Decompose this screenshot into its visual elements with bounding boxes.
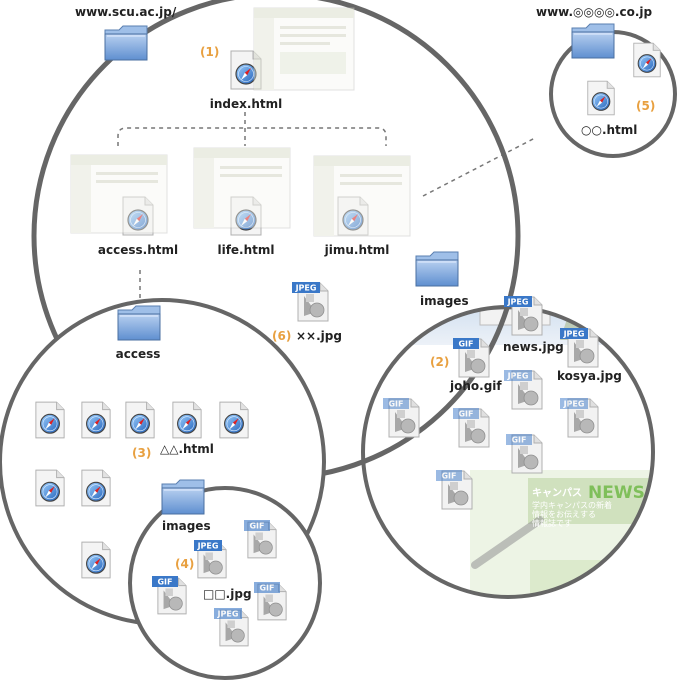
- access-images-folder-icon[interactable]: [161, 479, 205, 515]
- svg-text:GIF: GIF: [511, 436, 526, 445]
- gif-badge: GIF: [436, 470, 462, 481]
- external-domain-label: www.◎◎◎◎.co.jp: [536, 5, 653, 19]
- marker-3: (3): [132, 446, 151, 460]
- life-page-thumbnail: [193, 147, 291, 229]
- images-folder-icon[interactable]: [415, 251, 459, 287]
- square-jpg-label: □□.jpg: [203, 587, 252, 601]
- access-page-icon[interactable]: [125, 401, 155, 439]
- svg-text:GIF: GIF: [441, 472, 456, 481]
- access-page-thumbnail: [70, 154, 168, 234]
- marker-5: (5): [636, 99, 655, 113]
- jpeg-badge: JPEG: [560, 328, 588, 339]
- images-folder-label: images: [420, 294, 469, 308]
- jpeg-badge: JPEG: [504, 370, 532, 381]
- gif-badge: GIF: [453, 408, 479, 419]
- jpeg-badge: JPEG: [214, 608, 242, 619]
- banner-title: NEWS: [588, 483, 645, 503]
- life-html-label: life.html: [217, 243, 274, 257]
- page-thumbnails: [70, 7, 411, 237]
- banner-line-1: 学内キャンパスの新着: [532, 500, 612, 510]
- svg-text:JPEG: JPEG: [295, 284, 317, 293]
- svg-text:GIF: GIF: [259, 584, 274, 593]
- svg-text:GIF: GIF: [157, 578, 172, 587]
- gif-badge: GIF: [453, 338, 479, 349]
- triangle-html-label: △△.html: [160, 442, 214, 456]
- jpeg-badge: JPEG: [194, 540, 222, 551]
- marker-4: (4): [175, 557, 194, 571]
- news-jpg-label: news.jpg: [503, 340, 564, 354]
- svg-text:JPEG: JPEG: [507, 298, 529, 307]
- banner-line-2: 情報をお伝えする: [532, 509, 596, 519]
- index-html-label: index.html: [210, 97, 283, 111]
- access-page-icon[interactable]: [35, 401, 65, 439]
- external-html-label: ○○.html: [581, 123, 637, 137]
- main-site-folder-icon[interactable]: [104, 25, 148, 61]
- svg-text:JPEG: JPEG: [563, 400, 585, 409]
- svg-text:GIF: GIF: [249, 522, 264, 531]
- svg-text:GIF: GIF: [388, 400, 403, 409]
- access-images-folder-label: images: [162, 519, 211, 533]
- jpeg-badge: JPEG: [560, 398, 588, 409]
- index-page-thumbnail: [253, 7, 355, 91]
- jimu-page-thumbnail: [313, 155, 411, 237]
- external-html-icon[interactable]: [587, 80, 615, 116]
- svg-text:JPEG: JPEG: [217, 610, 239, 619]
- external-page-icon[interactable]: [633, 42, 661, 78]
- gif-badge: GIF: [383, 398, 409, 409]
- access-page-icon[interactable]: [81, 541, 111, 579]
- gif-badge: GIF: [254, 582, 280, 593]
- access-page-icon[interactable]: [81, 401, 111, 439]
- banner-prefix: キャンパス: [532, 487, 582, 499]
- news-banner: キャンパス NEWS 学内キャンパスの新着 情報をお伝えする 情報誌です: [532, 483, 645, 528]
- access-folder-icon[interactable]: [117, 305, 161, 341]
- access-page-icon[interactable]: [81, 469, 111, 507]
- kosya-jpg-label: kosya.jpg: [557, 369, 622, 383]
- svg-text:GIF: GIF: [458, 340, 473, 349]
- gif-badge: GIF: [152, 576, 178, 587]
- joho-gif-label: joho.gif: [449, 379, 502, 393]
- access-page-icon[interactable]: [35, 469, 65, 507]
- banner-line-3: 情報誌です: [532, 518, 572, 528]
- access-page-icon[interactable]: [219, 401, 249, 439]
- jpeg-badge: JPEG: [504, 296, 532, 307]
- svg-text:JPEG: JPEG: [197, 542, 219, 551]
- marker-2: (2): [430, 355, 449, 369]
- marker-6: (6): [272, 329, 291, 343]
- main-domain-label: www.scu.ac.jp/: [75, 5, 177, 19]
- gif-badge: GIF: [244, 520, 270, 531]
- svg-text:JPEG: JPEG: [563, 330, 585, 339]
- svg-text:GIF: GIF: [458, 410, 473, 419]
- svg-text:JPEG: JPEG: [507, 372, 529, 381]
- marker-1: (1): [200, 45, 219, 59]
- external-site-folder-icon[interactable]: [571, 23, 615, 59]
- jpeg-badge: JPEG: [292, 282, 320, 293]
- access-html-label: access.html: [98, 243, 178, 257]
- jimu-html-label: jimu.html: [324, 243, 390, 257]
- gif-badge: GIF: [506, 434, 532, 445]
- access-folder-label: access: [116, 347, 161, 361]
- triangle-html-icon[interactable]: [172, 401, 202, 439]
- xx-jpg-label: ××.jpg: [296, 329, 342, 343]
